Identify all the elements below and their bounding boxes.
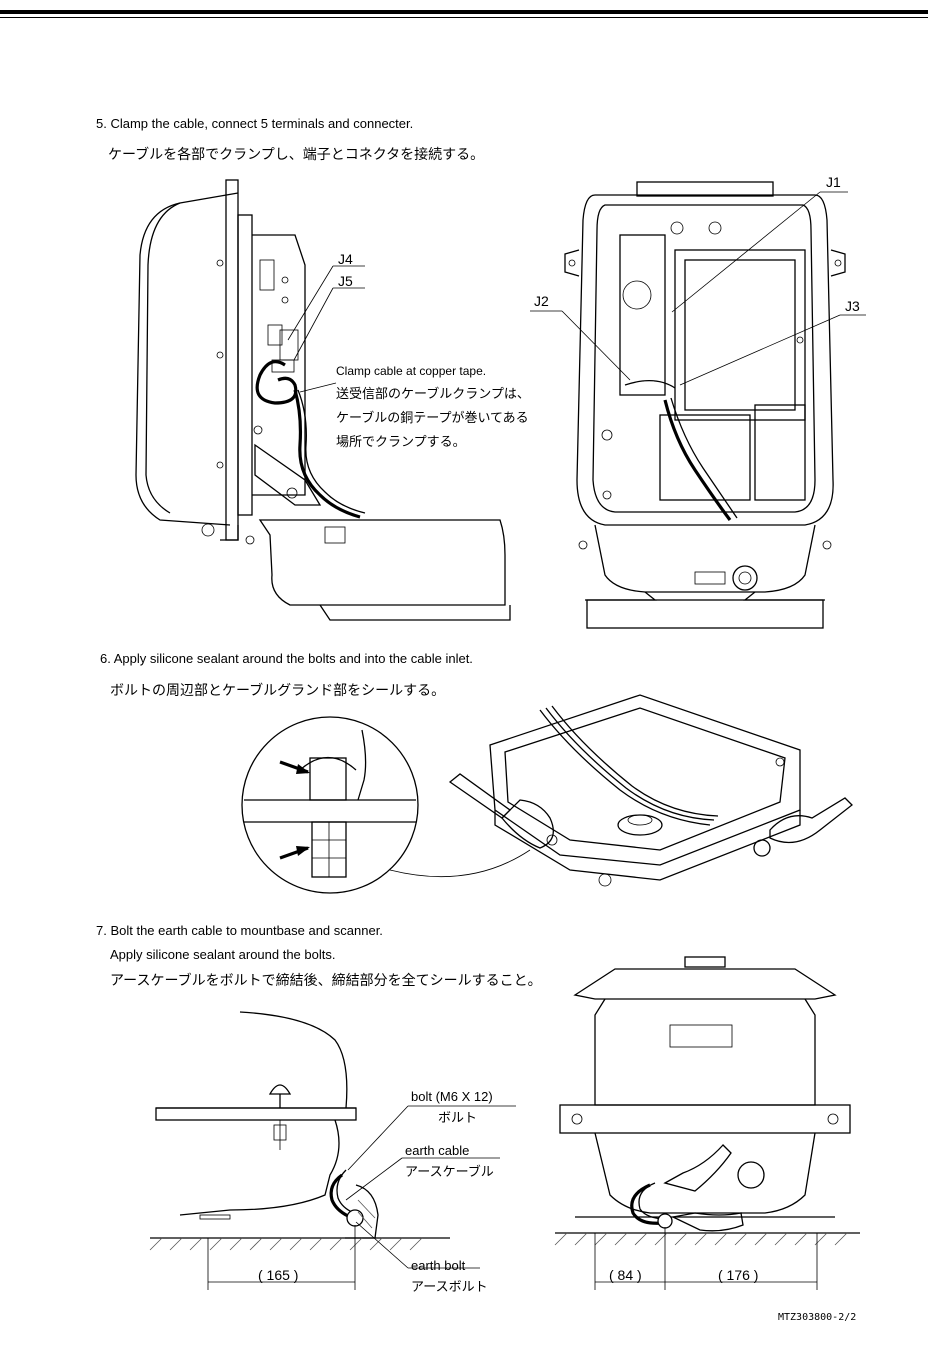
clamp-note-jp2: ケーブルの銅テープが巻いてある	[336, 411, 529, 426]
clamp-note-jp3: 場所でクランプする。	[336, 435, 466, 450]
step5-title-jp: ケーブルを各部でクランプし、端子とコネクタを接続する。	[108, 147, 485, 163]
header-rule-thick	[0, 10, 928, 14]
label-j5: J5	[338, 273, 353, 289]
step7-title-jp: アースケーブルをボルトで締結後、締結部分を全てシールすること。	[110, 973, 542, 989]
earth-bolt-label-jp: アースボルト	[411, 1280, 488, 1295]
clamp-note-en: Clamp cable at copper tape.	[336, 364, 487, 378]
bolt-label-jp: ボルト	[438, 1111, 478, 1126]
document-code: MTZ303800-2/2	[778, 1312, 857, 1323]
step5-title: 5. Clamp the cable, connect 5 terminals …	[96, 116, 414, 131]
step6-title: 6. Apply silicone sealant around the bol…	[100, 651, 473, 666]
step6-title-jp: ボルトの周辺部とケーブルグランド部をシールする。	[110, 683, 446, 699]
fig7-front-view-drawing	[554, 956, 860, 1290]
dimension-165: ( 165 )	[258, 1267, 299, 1283]
fig6-sealant-drawing	[241, 694, 853, 894]
dimension-176: ( 176 )	[718, 1267, 759, 1283]
header-rule-thin	[0, 17, 928, 18]
fig5-front-view-drawing	[564, 181, 846, 629]
label-j4: J4	[338, 251, 353, 267]
label-j3: J3	[845, 298, 860, 314]
dimension-84: ( 84 )	[609, 1267, 642, 1283]
earth-cable-label-jp: アースケーブル	[405, 1165, 494, 1180]
label-j1: J1	[826, 174, 841, 190]
earth-cable-label-en: earth cable	[405, 1143, 470, 1158]
bolt-label-en: bolt (M6 X 12)	[411, 1089, 493, 1104]
fig5-leaders	[287, 191, 866, 393]
step7-title: 7. Bolt the earth cable to mountbase and…	[96, 923, 383, 938]
label-j2: J2	[534, 293, 549, 309]
fig7-side-view-drawing	[149, 1011, 516, 1290]
fig5-side-view-drawing	[135, 179, 511, 621]
step7-sub: Apply silicone sealant around the bolts.	[110, 947, 336, 962]
clamp-note-jp1: 送受信部のケーブルクランプは、	[336, 387, 530, 402]
earth-bolt-label-en: earth bolt	[411, 1258, 466, 1273]
